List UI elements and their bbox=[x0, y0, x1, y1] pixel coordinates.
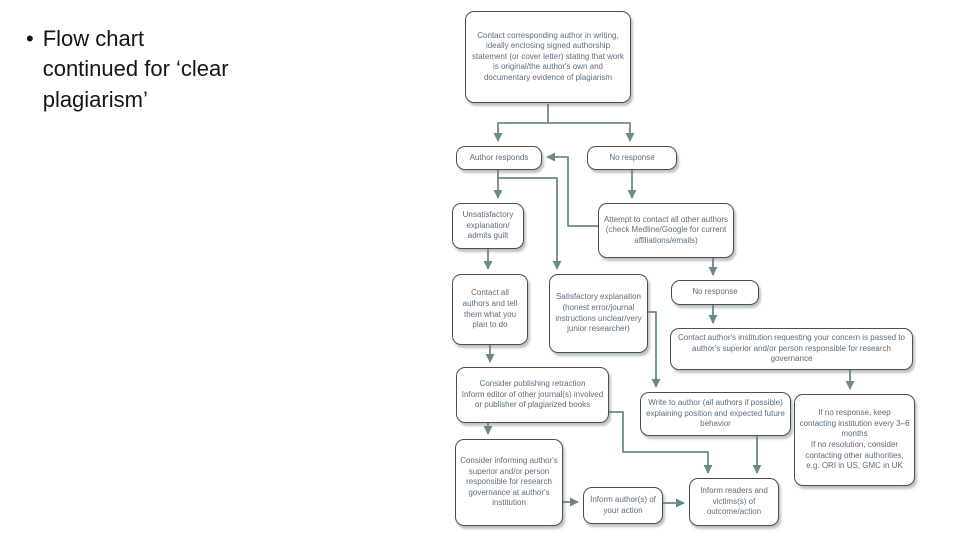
flow-node-consider-retraction: Consider publishing retraction Inform ed… bbox=[456, 367, 609, 423]
flow-node-contact-institution: Contact author's institution requesting … bbox=[670, 328, 913, 370]
flow-node-inform-author: Inform author(s) of your action bbox=[583, 487, 663, 524]
flow-node-keep-contacting-institution: If no response, keep contacting institut… bbox=[794, 394, 915, 486]
flow-node-consider-informing-superior: Consider informing author's superior and… bbox=[455, 439, 563, 526]
bullet-text: Flow chart continued for ‘clear plagiari… bbox=[43, 24, 229, 115]
flow-node-unsatisfactory-explanation: Unsatisfactory explanation/ admits guilt bbox=[452, 203, 524, 249]
flow-node-attempt-contact-other-authors: Attempt to contact all other authors (ch… bbox=[598, 203, 734, 258]
flow-node-no-response-2: No response bbox=[671, 280, 759, 305]
slide-bullet-item: • Flow chart continued for ‘clear plagia… bbox=[26, 24, 296, 115]
flow-node-write-to-author: Write to author (all authors if possible… bbox=[640, 392, 791, 436]
flow-node-inform-readers: Inform readers and victims(s) of outcome… bbox=[689, 478, 779, 526]
flow-connector-consider-retraction--inform-readers bbox=[609, 411, 713, 474]
flow-node-author-responds: Author responds bbox=[456, 146, 542, 170]
bullet-text-line-2: continued for ‘clear bbox=[42, 56, 229, 82]
bullet-text-line-3: plagiarism’ bbox=[42, 86, 148, 112]
bullet-marker: • bbox=[26, 26, 34, 51]
flow-connector-contact-corresponding-author--author-responds bbox=[493, 104, 549, 142]
flow-connector-satisfactory-explanation--write-to-author bbox=[648, 311, 661, 388]
bullet-text-line-1: Flow chart bbox=[42, 26, 145, 51]
flow-connector-contact-corresponding-author--no-response-1 bbox=[548, 122, 635, 142]
flow-node-no-response-1: No response bbox=[587, 146, 677, 170]
flow-node-satisfactory-explanation: Satisfactory explanation (honest error/j… bbox=[549, 274, 648, 353]
flow-connector-attempt-contact-other-authors--author-responds bbox=[546, 152, 598, 227]
flow-node-contact-corresponding-author: Contact corresponding author in writing,… bbox=[465, 11, 631, 103]
flow-connector-author-responds--satisfactory-explanation bbox=[498, 177, 562, 270]
flow-node-contact-all-authors: Contact all authors and tell them what y… bbox=[452, 274, 528, 345]
